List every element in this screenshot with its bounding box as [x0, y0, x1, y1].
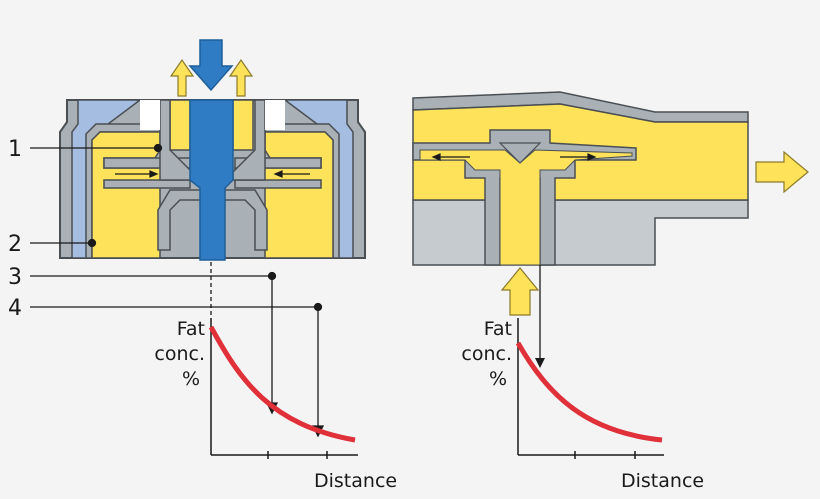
feed-inlet-arrow: [188, 39, 234, 92]
paring-disc-right-lower: [234, 179, 322, 189]
distributor-cone: [157, 189, 268, 251]
lower-housing: [412, 199, 749, 266]
supply-arrow: [500, 267, 540, 316]
inner-flow-arrows: [115, 170, 310, 178]
callout-number-2: 2: [8, 232, 22, 257]
left-fat-graph: Fat conc. % Distance: [154, 318, 397, 492]
callout-leaders: [30, 143, 325, 438]
callout-dot-2: [87, 238, 97, 248]
disc-flow-arrows: [431, 153, 597, 161]
callout-number-1: 1: [8, 137, 22, 162]
disc-center-cone: [498, 142, 542, 164]
left-ylabel-conc: conc.: [154, 343, 205, 365]
air-gap-left: [140, 100, 160, 130]
right-xlabel-distance: Distance: [621, 470, 704, 492]
callout-number-4: 4: [8, 296, 22, 321]
right-fat-graph: Fat conc. % Distance: [461, 318, 704, 492]
outlet-arrow-left: [169, 58, 195, 97]
right-fat-curve: [515, 341, 663, 443]
left-fat-curve: [208, 325, 356, 443]
disc-channels: [419, 149, 633, 266]
right-ylabel-fat: Fat: [484, 318, 512, 340]
left-xlabel-distance: Distance: [314, 470, 397, 492]
right-ylabel-conc: conc.: [461, 343, 512, 365]
air-gap-right: [265, 100, 285, 130]
left-ylabel-fat: Fat: [177, 318, 205, 340]
discharge-arrow: [755, 150, 809, 194]
outlet-channel-right: [232, 99, 254, 151]
right-ylabel-percent: %: [489, 368, 507, 390]
paring-chamber-section: [412, 91, 809, 368]
separator-cross-section: [59, 39, 366, 261]
outlet-arrow-right: [228, 58, 254, 97]
left-ylabel-percent: %: [182, 368, 200, 390]
paring-disc-left-lower: [103, 179, 191, 189]
callout-dot-1: [153, 143, 163, 153]
outlet-channel-left: [169, 99, 191, 151]
callout-number-3: 3: [8, 265, 22, 290]
right-leader-arrowhead: [535, 358, 545, 368]
inlet-tube: [189, 99, 234, 261]
